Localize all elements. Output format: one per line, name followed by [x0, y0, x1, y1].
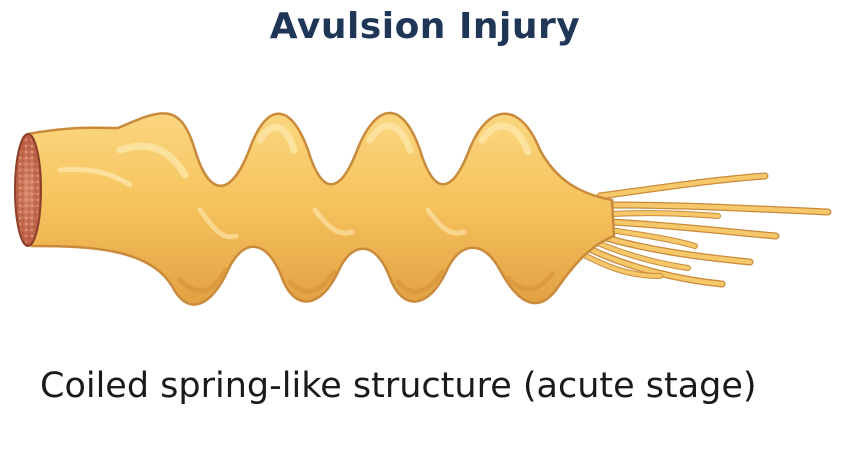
nerve-body [26, 111, 616, 306]
diagram-title: Avulsion Injury [269, 6, 581, 47]
nerve-cut-end [14, 133, 42, 247]
diagram-caption: Coiled spring-like structure (acute stag… [40, 366, 757, 406]
coiled-nerve-illustration [14, 111, 832, 306]
nerve-fibers [583, 172, 832, 288]
